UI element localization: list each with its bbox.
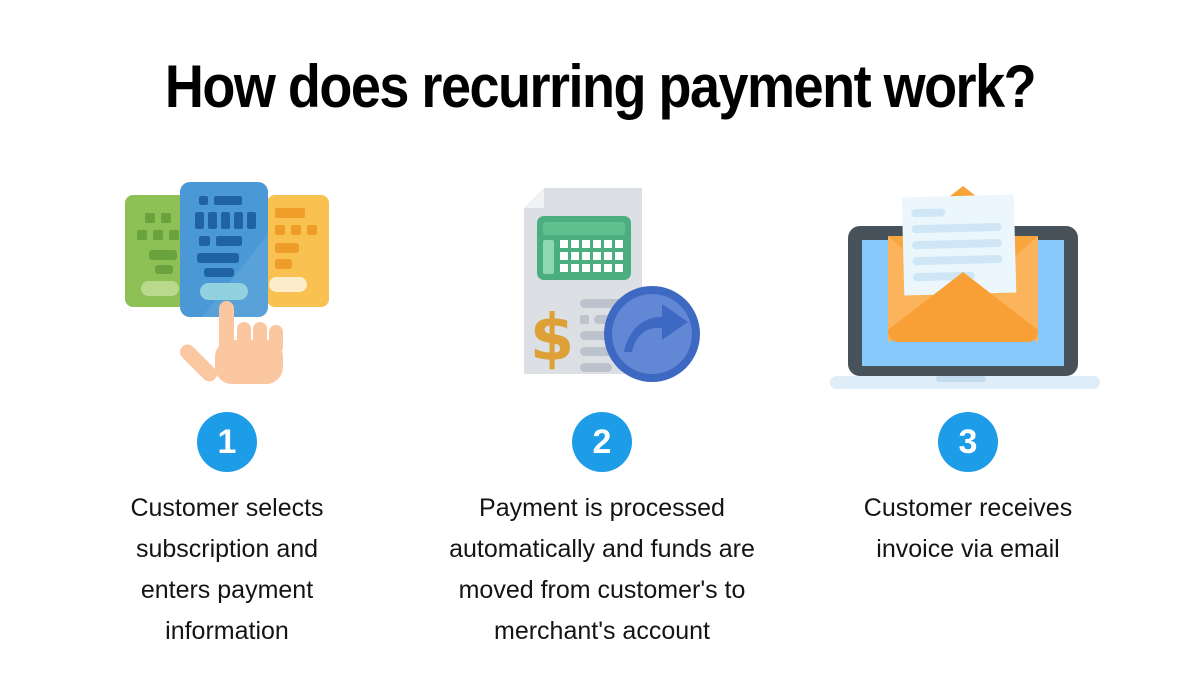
step-number-badge: 1: [197, 412, 257, 472]
invoice-processing-svg: $: [524, 188, 700, 382]
calculator-grid: [537, 216, 631, 280]
step-number-badge: 2: [572, 412, 632, 472]
email-letter: [901, 194, 1017, 296]
green-plan-card: [125, 195, 187, 307]
step-1: 1 Customer selects subscription and ente…: [67, 158, 387, 652]
subscription-cards-pointer-svg: [125, 182, 329, 384]
yellow-plan-card: [267, 195, 329, 307]
invoice-processing-icon: $: [492, 158, 712, 400]
process-arrow-icon: [604, 286, 700, 382]
subscription-cards-pointer-icon: [107, 158, 347, 400]
dollar-sign-icon: $: [530, 302, 575, 376]
step-caption: Customer receives invoice via email: [863, 494, 1073, 563]
laptop-base: [830, 376, 1100, 389]
pointing-hand-icon: [180, 301, 283, 384]
envelope-front-flap: [888, 272, 1038, 342]
laptop-email-icon: [818, 158, 1118, 400]
page-title: How does recurring payment work?: [164, 53, 1037, 121]
step-number-badge: 3: [938, 412, 998, 472]
step-caption: Payment is processed automatically and f…: [449, 494, 755, 645]
step-2: $ 2 Payment is processed au: [412, 158, 792, 652]
blue-plan-card: [180, 182, 268, 317]
step-caption: Customer selects subscription and enters…: [130, 494, 324, 645]
step-3: 3 Customer receives invoice via email: [788, 158, 1148, 570]
laptop-email-svg: [830, 186, 1100, 389]
